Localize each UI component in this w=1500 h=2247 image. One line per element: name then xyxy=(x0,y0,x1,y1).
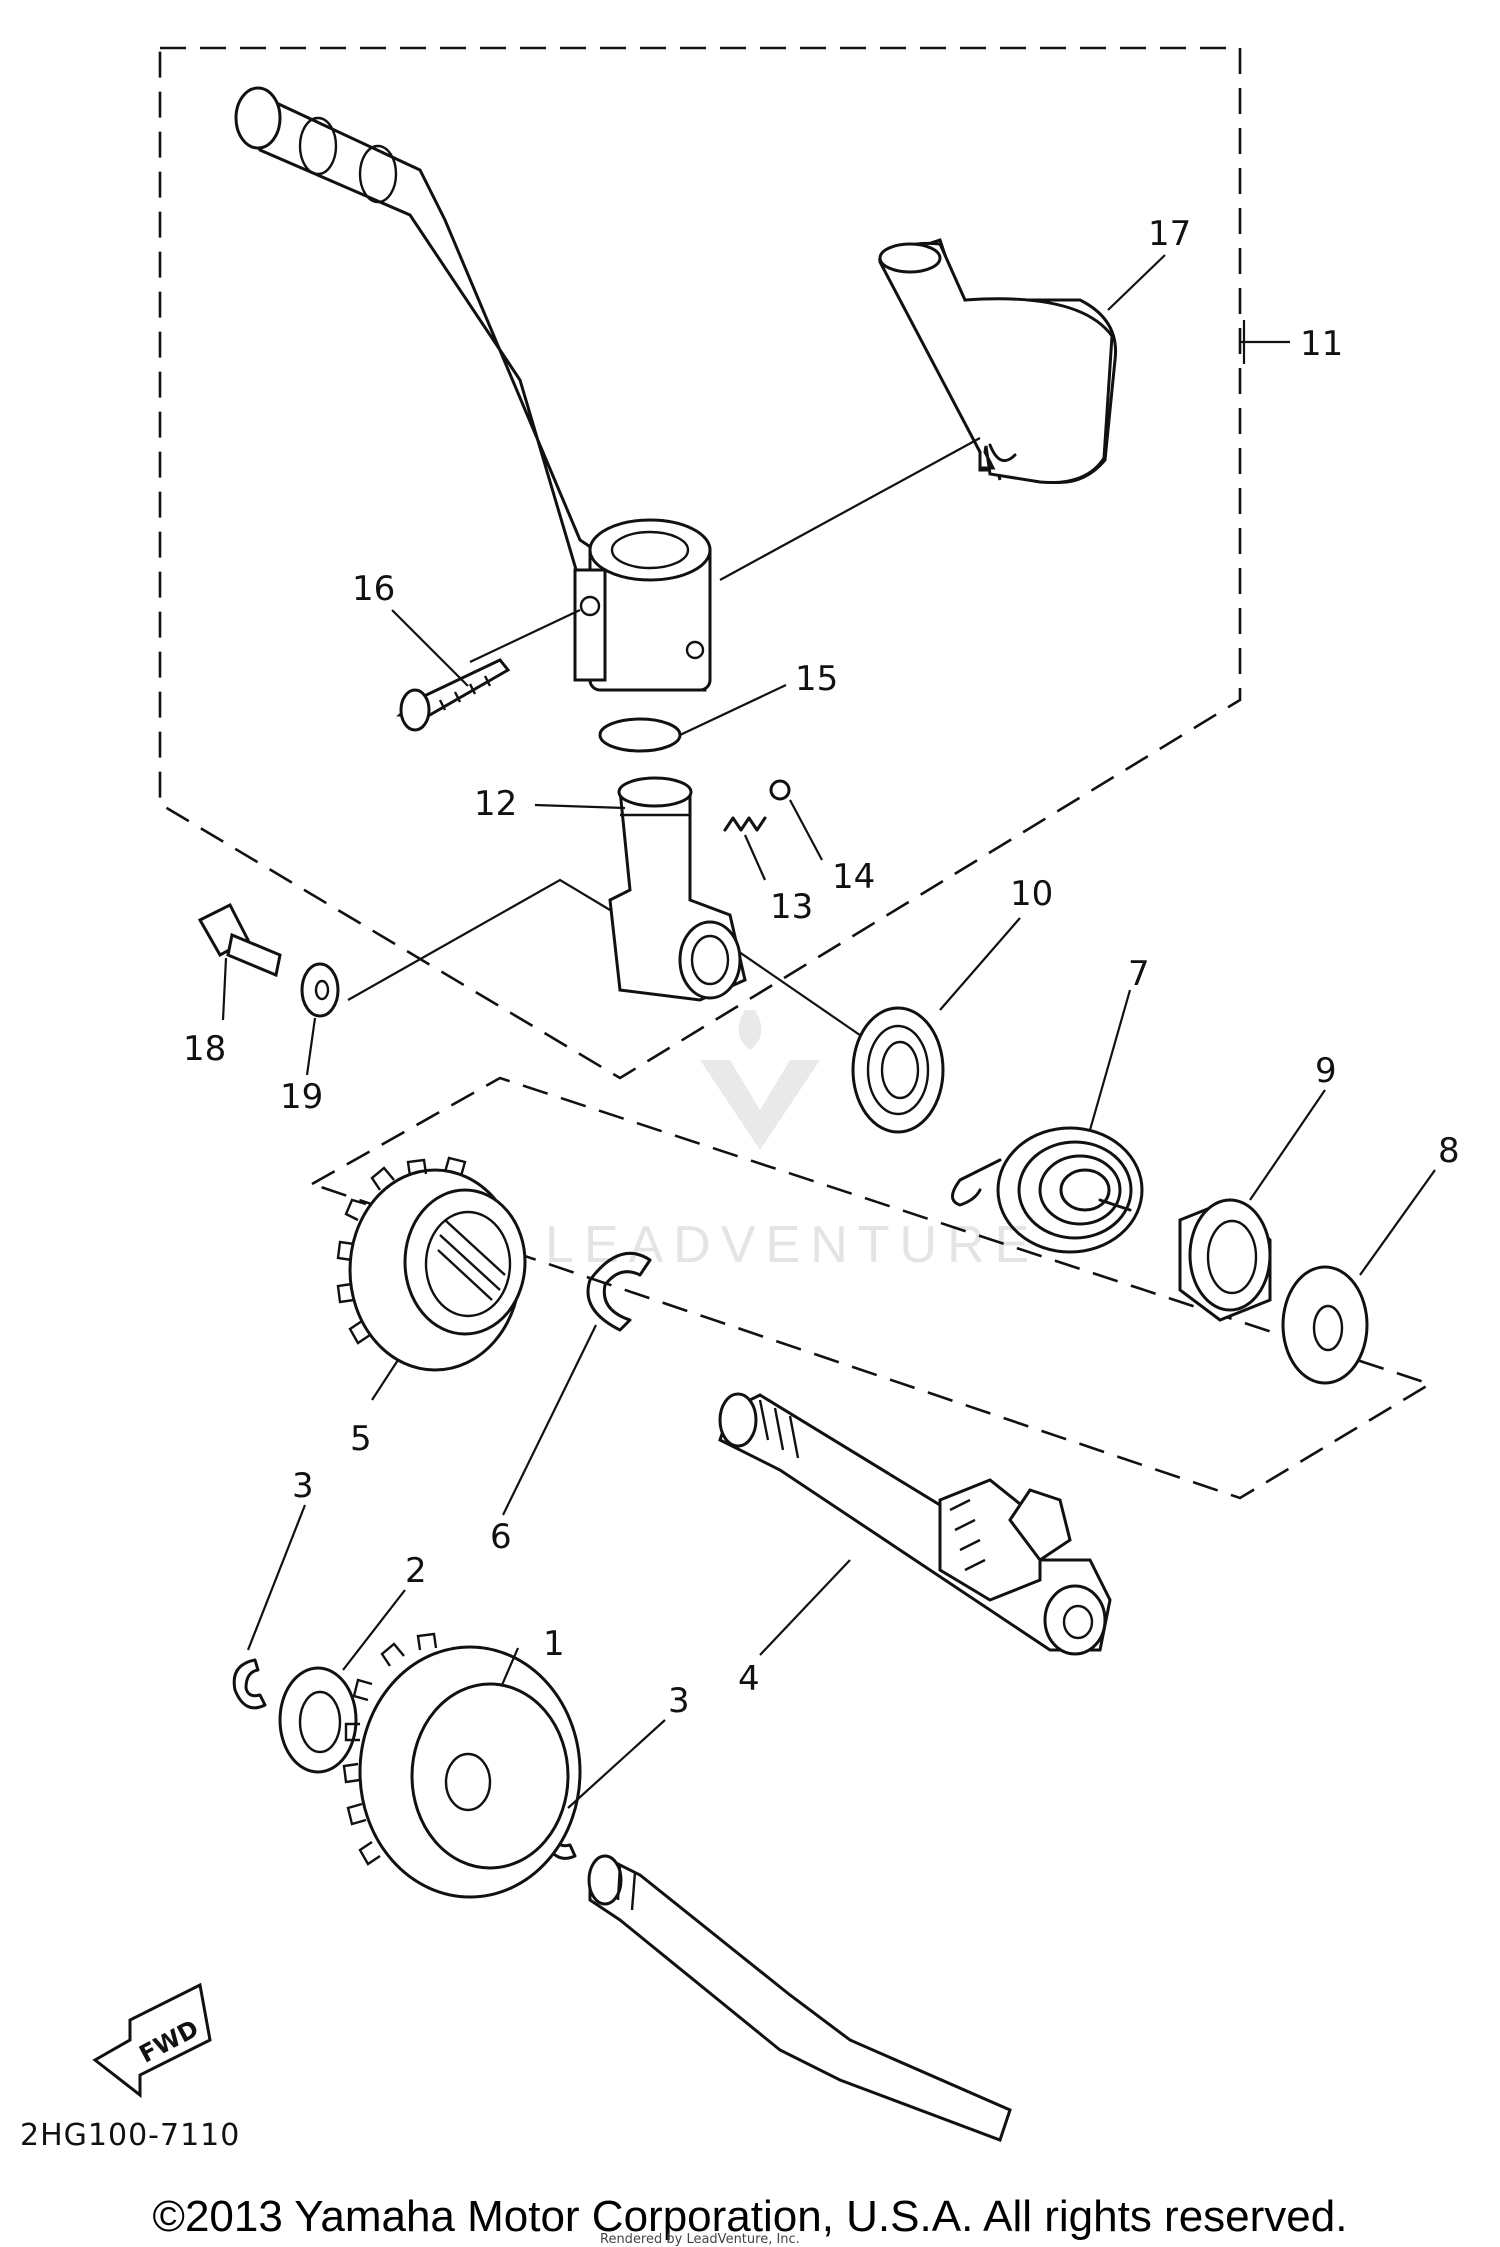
watermark-logo: LEADVENTURE xyxy=(545,1010,1039,1274)
washer-2 xyxy=(278,1666,358,1774)
callout-7: 7 xyxy=(1128,954,1150,994)
callout-labels: 1 2 3 3 4 5 6 7 8 9 10 11 12 13 14 15 16… xyxy=(183,214,1460,1721)
callout-18: 18 xyxy=(183,1029,226,1069)
callout-15: 15 xyxy=(795,659,838,699)
callout-leaders xyxy=(221,254,1436,1809)
bolt-18 xyxy=(197,902,282,978)
washer-19 xyxy=(300,962,340,1018)
o-ring-15 xyxy=(598,717,682,753)
idle-gear-1 xyxy=(342,1632,582,1899)
callout-2: 2 xyxy=(405,1551,427,1591)
callout-5: 5 xyxy=(350,1419,372,1459)
fwd-arrow-icon: FWD xyxy=(92,1982,212,2099)
collar-9 xyxy=(1178,1198,1272,1322)
kick-axle-4 xyxy=(718,1392,1112,1656)
callout-1: 1 xyxy=(543,1624,565,1664)
callout-14: 14 xyxy=(832,857,875,897)
callout-4: 4 xyxy=(738,1659,760,1699)
kick-gear-5 xyxy=(336,1156,527,1372)
callout-13: 13 xyxy=(770,887,813,927)
callout-8: 8 xyxy=(1438,1131,1460,1171)
callout-10: 10 xyxy=(1010,874,1053,914)
main-shaft xyxy=(587,1854,1012,2142)
copyright-notice: ©2013 Yamaha Motor Corporation, U.S.A. A… xyxy=(152,2192,1348,2241)
kick-lever xyxy=(234,86,712,692)
kick-shaft-12 xyxy=(608,776,747,1002)
callout-19: 19 xyxy=(280,1077,323,1117)
callout-6: 6 xyxy=(490,1517,512,1557)
callout-16: 16 xyxy=(352,569,395,609)
spring-13 xyxy=(723,816,767,832)
callout-3-upper: 3 xyxy=(292,1466,314,1506)
washer-8 xyxy=(1281,1265,1369,1385)
screw-16 xyxy=(396,658,511,732)
circlip-3-upper xyxy=(232,1658,267,1710)
drawing-code: 2HG100-7110 xyxy=(20,2118,240,2153)
callout-12: 12 xyxy=(474,784,517,824)
callout-3-lower: 3 xyxy=(668,1681,690,1721)
torsion-spring-7 xyxy=(951,1126,1144,1254)
kick-boss-17 xyxy=(877,238,1118,484)
callout-9: 9 xyxy=(1315,1051,1337,1091)
clip-6 xyxy=(586,1251,652,1332)
callout-17: 17 xyxy=(1148,214,1191,254)
oil-seal-10 xyxy=(851,1006,945,1134)
watermark-text: LEADVENTURE xyxy=(545,1216,1039,1274)
render-credit: Rendered by LeadVenture, Inc. xyxy=(600,2232,800,2247)
gear-group-boundary xyxy=(308,1076,1434,1500)
ball-14 xyxy=(769,779,791,801)
assembly-11-boundary xyxy=(158,46,1242,1080)
callout-11: 11 xyxy=(1300,324,1343,364)
